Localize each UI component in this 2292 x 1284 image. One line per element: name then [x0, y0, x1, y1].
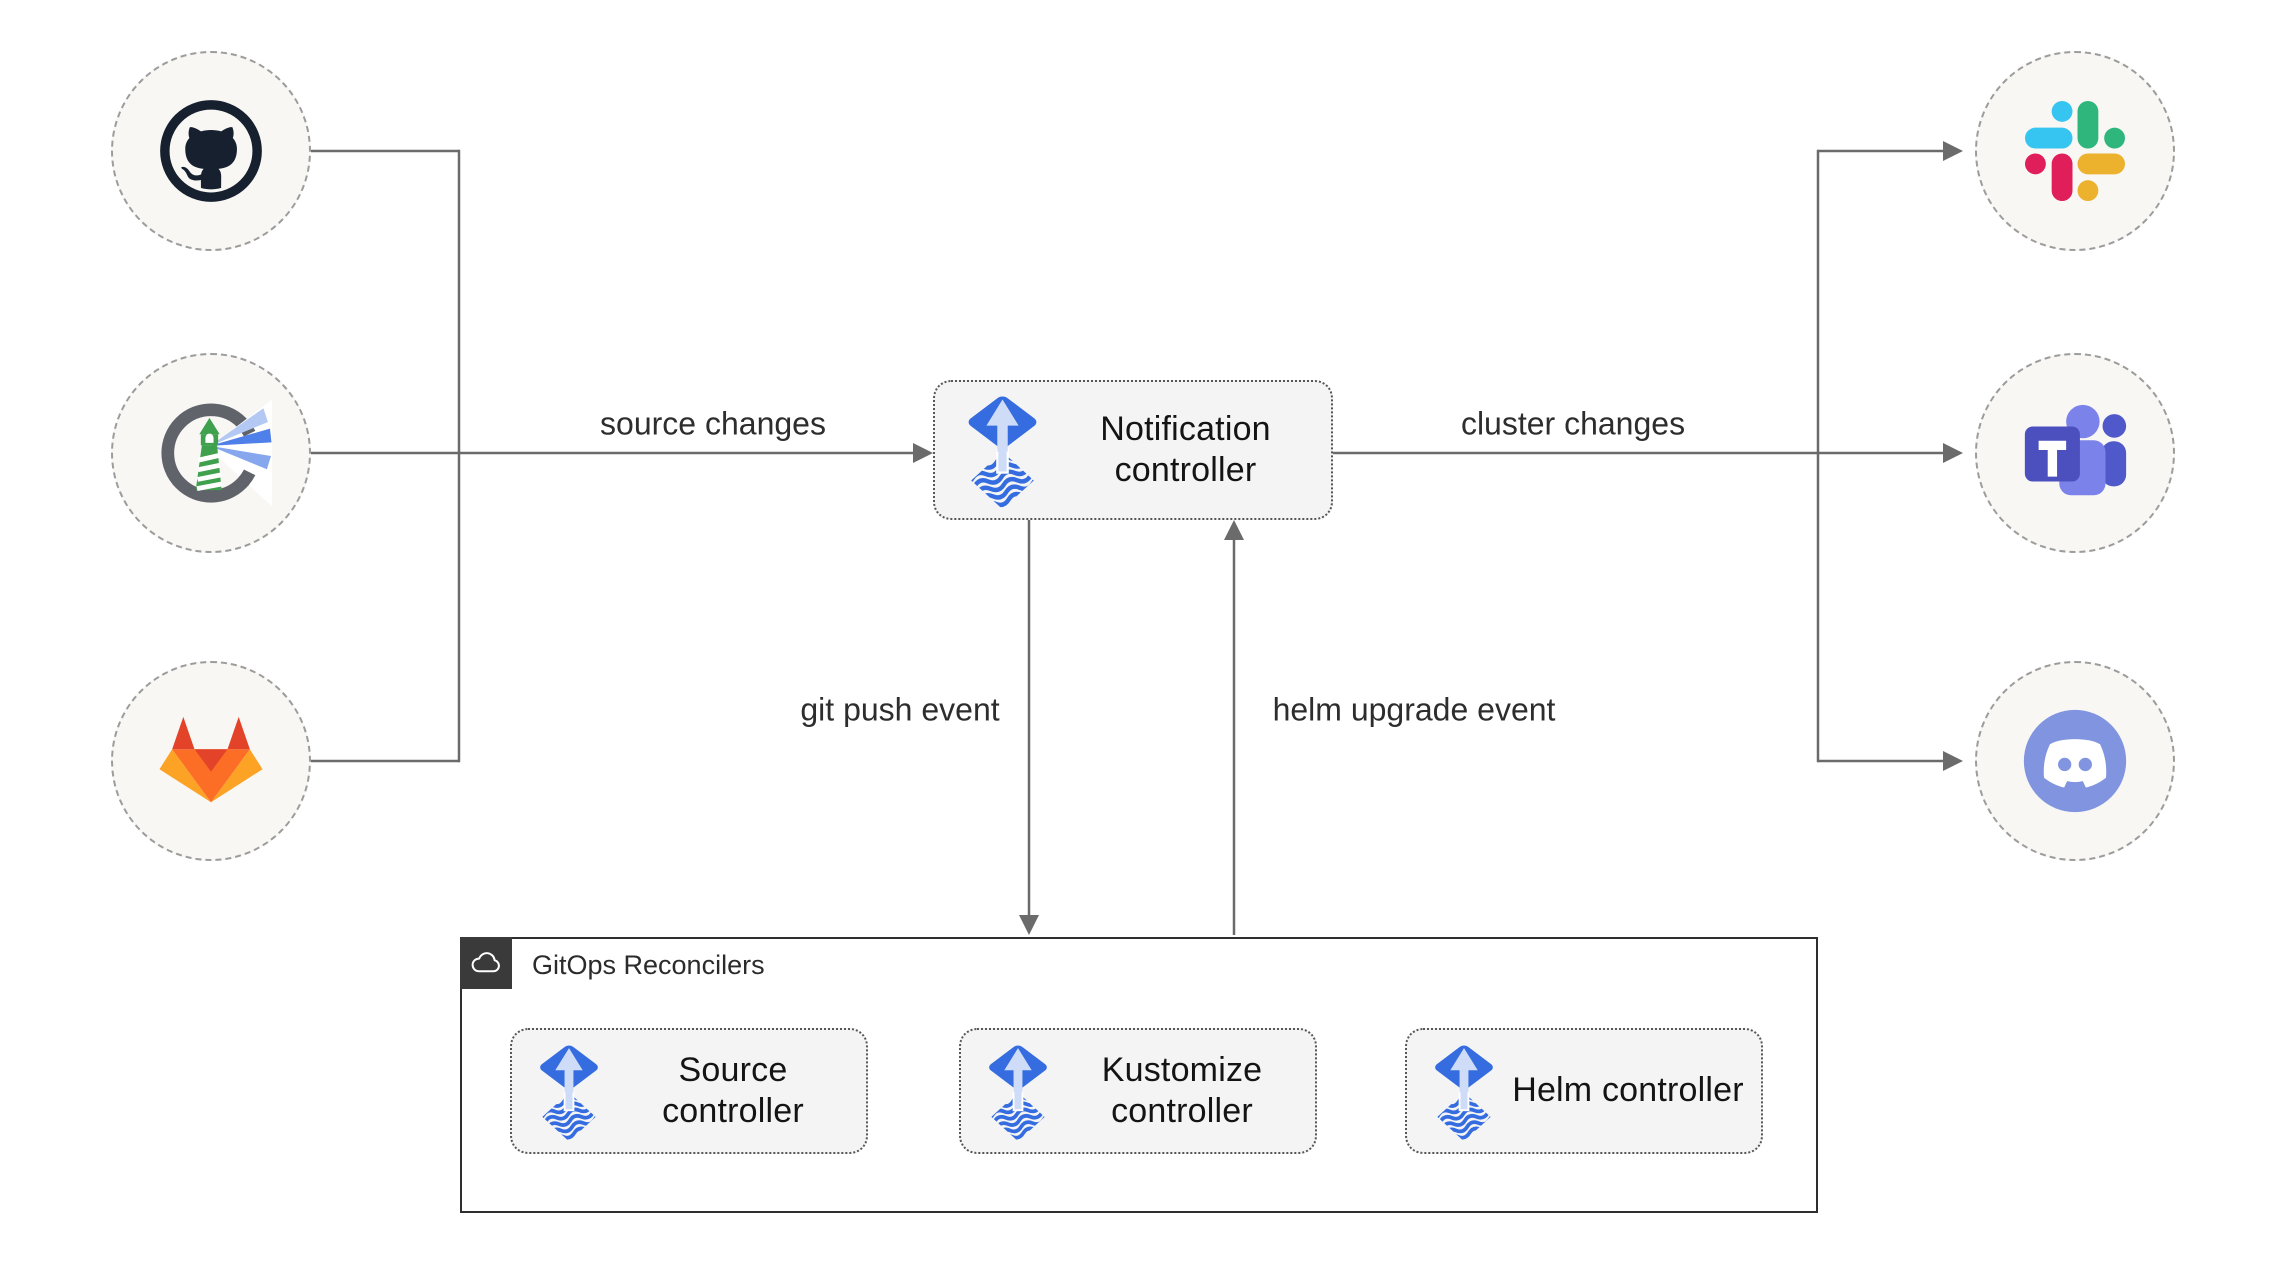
github-node	[111, 51, 311, 251]
discord-icon	[2023, 709, 2127, 813]
group-title: GitOps Reconcilers	[532, 950, 765, 980]
harbor-icon	[161, 399, 272, 507]
source-controller-node: Source controller	[510, 1028, 868, 1154]
teams-node	[1975, 353, 2175, 553]
slack-icon	[2025, 101, 2125, 201]
helm-upgrade-event-label: helm upgrade event	[1272, 691, 1556, 728]
cluster-changes-label: cluster changes	[1460, 405, 1686, 442]
flux-icon	[532, 1039, 606, 1143]
gitlab-icon	[159, 716, 263, 803]
kustomize-controller-label: Kustomize controller	[1101, 1050, 1263, 1130]
notification-controller-node: Notification controller	[933, 380, 1333, 520]
github-icon	[160, 100, 262, 202]
helm-controller-label: Helm controller	[1512, 1071, 1744, 1110]
gitlab-node	[111, 661, 311, 861]
teams-icon	[2024, 404, 2127, 496]
flux-icon	[1427, 1039, 1501, 1143]
cloud-icon	[471, 952, 500, 973]
discord-node	[1975, 661, 2175, 861]
flux-icon	[959, 389, 1046, 511]
gitops-reconcilers-group: GitOps Reconcilers Source controller Kus…	[460, 937, 1818, 1213]
source-controller-label: Source controller	[662, 1050, 804, 1130]
source-changes-label: source changes	[600, 405, 826, 442]
git-push-event-label: git push event	[800, 691, 1000, 728]
kustomize-controller-node: Kustomize controller	[959, 1028, 1317, 1154]
slack-node	[1975, 51, 2175, 251]
harbor-node	[111, 353, 311, 553]
group-badge	[460, 937, 512, 989]
notification-controller-label: Notification controller	[1100, 409, 1271, 489]
helm-controller-node: Helm controller	[1405, 1028, 1763, 1154]
flux-icon	[981, 1039, 1055, 1143]
